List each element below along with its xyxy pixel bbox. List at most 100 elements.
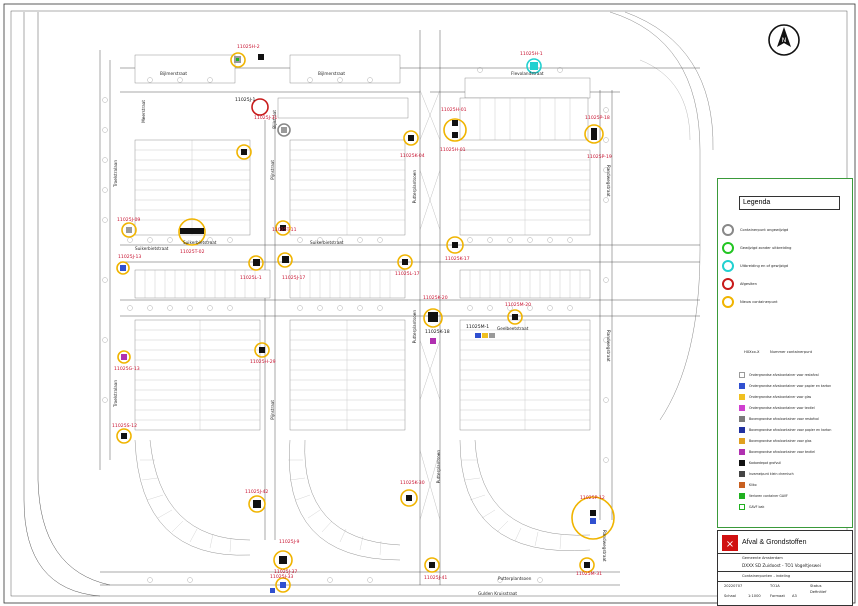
container-ring-new[interactable]: [579, 557, 595, 573]
legend-symbol-row: Kliko: [739, 482, 757, 488]
container-ring-new[interactable]: [248, 255, 264, 271]
legend-symbol-row: Verloren container GAVF: [739, 493, 788, 499]
svg-text:×: ×: [726, 539, 734, 550]
svg-text:N: N: [782, 37, 787, 44]
container-code[interactable]: 11025K-20: [423, 296, 448, 301]
container-ring-existing[interactable]: [277, 123, 291, 137]
container-ring-new[interactable]: [248, 495, 266, 513]
legend-number-note: Nummer containerpunt: [770, 350, 813, 354]
legend-number-sample: HXXxx-X: [744, 350, 760, 354]
container-code[interactable]: 11025J-31: [254, 116, 278, 121]
container-code[interactable]: 11025T-11: [272, 228, 297, 233]
legend-symbol-row: Ondergrondse afvalcontainer voor glas: [739, 394, 811, 400]
ring-existing-icon: [722, 224, 734, 236]
street-label: Putterplantsoen: [498, 576, 532, 581]
container-code[interactable]: 11025P-18: [585, 116, 610, 121]
container-code[interactable]: 11025J-33: [270, 575, 294, 580]
scale-value: 1:1000: [748, 594, 761, 598]
container-code[interactable]: 11025T-02: [180, 250, 205, 255]
container-ring-new[interactable]: [397, 254, 413, 270]
container-code[interactable]: 11025J-42: [245, 490, 269, 495]
container-code[interactable]: 11025J-09: [117, 218, 141, 223]
legend-symbol-row: Bovengrondse afvalcontainer voor glas: [739, 438, 811, 444]
container-code[interactable]: 11025J-41: [424, 576, 448, 581]
container-code[interactable]: 11025J-17: [282, 276, 306, 281]
ring-changed-icon: [722, 242, 734, 254]
legend-symbol-label: Kliko: [749, 483, 757, 487]
container-rest-above-icon: [739, 416, 745, 422]
container-ring-extended[interactable]: [526, 58, 542, 74]
container-code[interactable]: 11025H-01: [440, 148, 466, 153]
legend-symbol-label: Bovengrondse afvalcontainer voor glas: [749, 439, 812, 443]
container-code[interactable]: 11025S-12: [112, 424, 138, 429]
container-ring-new[interactable]: [584, 124, 604, 144]
project-name: DXXX SD Zuidoost - TO1 Vogeltjeswei: [742, 563, 821, 568]
container-code[interactable]: 11025H-1: [520, 52, 543, 57]
chemical-waste-icon: [739, 471, 745, 477]
container-textile-above-icon: [739, 449, 745, 455]
container-code[interactable]: 11025H-2: [237, 45, 260, 50]
container-ring-new[interactable]: [275, 577, 291, 593]
legend-symbol-row: GAVF bak: [739, 504, 764, 510]
street-label: Troelstralaan: [113, 160, 118, 187]
container-ring-new[interactable]: [507, 309, 523, 325]
title-block: × Afval & Grondstoffen Gemeente Amsterda…: [717, 530, 853, 606]
container-ring-new[interactable]: [443, 118, 467, 142]
container-ring-new[interactable]: [571, 496, 615, 540]
container-ring-new[interactable]: [423, 308, 443, 328]
legend-label: Containerpunt ongewijzigd: [740, 228, 789, 232]
container-code[interactable]: 11025M-20: [505, 303, 532, 308]
container-code[interactable]: 11025M-1: [466, 325, 490, 330]
container-code[interactable]: 11025H-29: [250, 360, 276, 365]
container-code[interactable]: 11025L-1: [240, 276, 262, 281]
container-ring-new[interactable]: [121, 222, 137, 238]
street-label: Bijlmerstraat: [318, 71, 346, 76]
container-ring-new[interactable]: [116, 428, 132, 444]
container-code[interactable]: 11025K-30: [400, 481, 425, 486]
container-code[interactable]: 11025K-04: [400, 154, 425, 159]
container-code[interactable]: 11025H-01: [441, 108, 467, 113]
legend-symbol-label: Ondergrondse afvalcontainer voor restafv…: [749, 373, 819, 377]
legend-symbol-row: Kadoedepot grofvuil: [739, 460, 781, 466]
street-label: Flevolandstraat: [511, 71, 544, 76]
street-label: Putterplantsoen: [412, 170, 417, 204]
container-code[interactable]: 11025P-19: [587, 155, 612, 160]
container-ring-new[interactable]: [236, 144, 252, 160]
gft-bin-icon: [739, 504, 745, 510]
container-ring-new[interactable]: [178, 218, 206, 246]
legend-symbol-row: Inzamelpunt klein chemisch: [739, 471, 794, 477]
container-code[interactable]: 11025J-37: [274, 570, 298, 575]
container-ring-new[interactable]: [254, 342, 270, 358]
container-code[interactable]: 11025L-17: [395, 272, 420, 277]
street-label: Pijnstraat: [270, 160, 275, 180]
legend-symbol-label: Ondergrondse afvalcontainer voor papier …: [749, 384, 832, 388]
legend-label: Uitbreiding en of gewijzigd: [740, 264, 789, 268]
container-code[interactable]: 11025G-13: [114, 367, 140, 372]
container-ring-new[interactable]: [403, 130, 419, 146]
container-ring-new[interactable]: [400, 489, 418, 507]
container-code[interactable]: 11025J-1: [235, 98, 256, 103]
container-code[interactable]: 11025K-18: [425, 330, 450, 335]
container-ring-new[interactable]: [273, 550, 293, 570]
container-code[interactable]: 11025K-17: [445, 257, 470, 262]
street-label: Pijnstraat: [270, 400, 275, 420]
container-ring-new[interactable]: [446, 236, 464, 254]
date-value: 20220707: [724, 584, 743, 588]
container-ring-new[interactable]: [275, 220, 291, 236]
container-ring-new[interactable]: [277, 252, 293, 268]
container-ring-new[interactable]: [424, 557, 440, 573]
container-code[interactable]: 11025J-13: [118, 255, 142, 260]
container-paper-icon: [739, 383, 745, 389]
legend-symbol-row: Bovengrondse afvalcontainer voor restafv…: [739, 416, 819, 422]
container-ring-new[interactable]: [230, 52, 246, 68]
container-ring-removed[interactable]: [251, 98, 269, 116]
container-code[interactable]: 11025M-31: [576, 572, 603, 577]
street-label: Troelstralaan: [113, 380, 118, 407]
container-glass-above-icon: [739, 438, 745, 444]
container-ring-new[interactable]: [116, 261, 130, 275]
container-ring-new[interactable]: [117, 350, 131, 364]
container-code[interactable]: 11025P-12: [580, 496, 605, 501]
container-code[interactable]: 11025J-9: [279, 540, 300, 545]
